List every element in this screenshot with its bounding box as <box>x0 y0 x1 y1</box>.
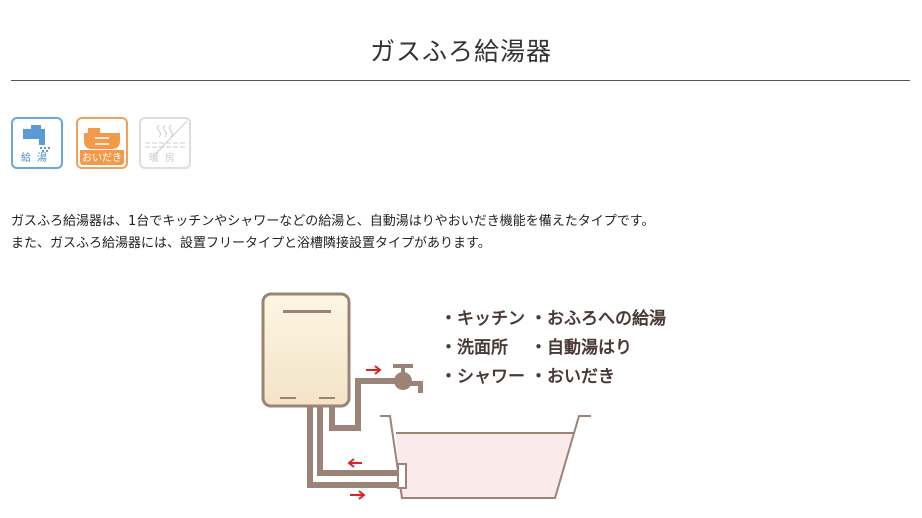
flow-arrows <box>347 365 382 500</box>
water-heater <box>261 292 351 408</box>
heating-icon: 暖房 <box>139 117 191 169</box>
water-heater-diagram <box>261 292 591 500</box>
use-item: ・おふろへの給湯 <box>530 309 666 329</box>
use-item: ・シャワー <box>440 367 525 387</box>
reheat-icon: おいだき <box>76 117 128 169</box>
icon-label: 暖房 <box>149 153 181 164</box>
use-item: ・キッチン <box>440 309 525 329</box>
description-line: ガスふろ給湯器は、1台でキッチンやシャワーなどの給湯と、自動湯はりやおいだき機能… <box>11 214 655 229</box>
hot-water-supply-icon: 給湯 <box>11 117 63 169</box>
description: ガスふろ給湯器は、1台でキッチンやシャワーなどの給湯と、自動湯はりやおいだき機能… <box>11 211 654 255</box>
description-line: また、ガスふろ給湯器には、設置フリータイプと浴槽隣接設置タイプがあります。 <box>11 236 491 251</box>
use-item: ・洗面所 <box>440 338 508 358</box>
pipes <box>307 378 402 488</box>
use-item: ・おいだき <box>530 367 615 387</box>
bathtub <box>380 415 591 499</box>
title-divider <box>11 80 910 81</box>
page-title: ガスふろ給湯器 <box>369 37 552 66</box>
icon-label: おいだき <box>82 153 122 164</box>
use-item: ・自動湯はり <box>530 338 632 358</box>
icon-label: 給湯 <box>21 153 53 164</box>
bathtub-water <box>396 433 574 498</box>
faucet-icon <box>393 364 423 393</box>
uses-column-1: ・キッチン ・洗面所 ・シャワー <box>440 305 525 392</box>
uses-column-2: ・おふろへの給湯 ・自動湯はり ・おいだき <box>530 305 666 392</box>
